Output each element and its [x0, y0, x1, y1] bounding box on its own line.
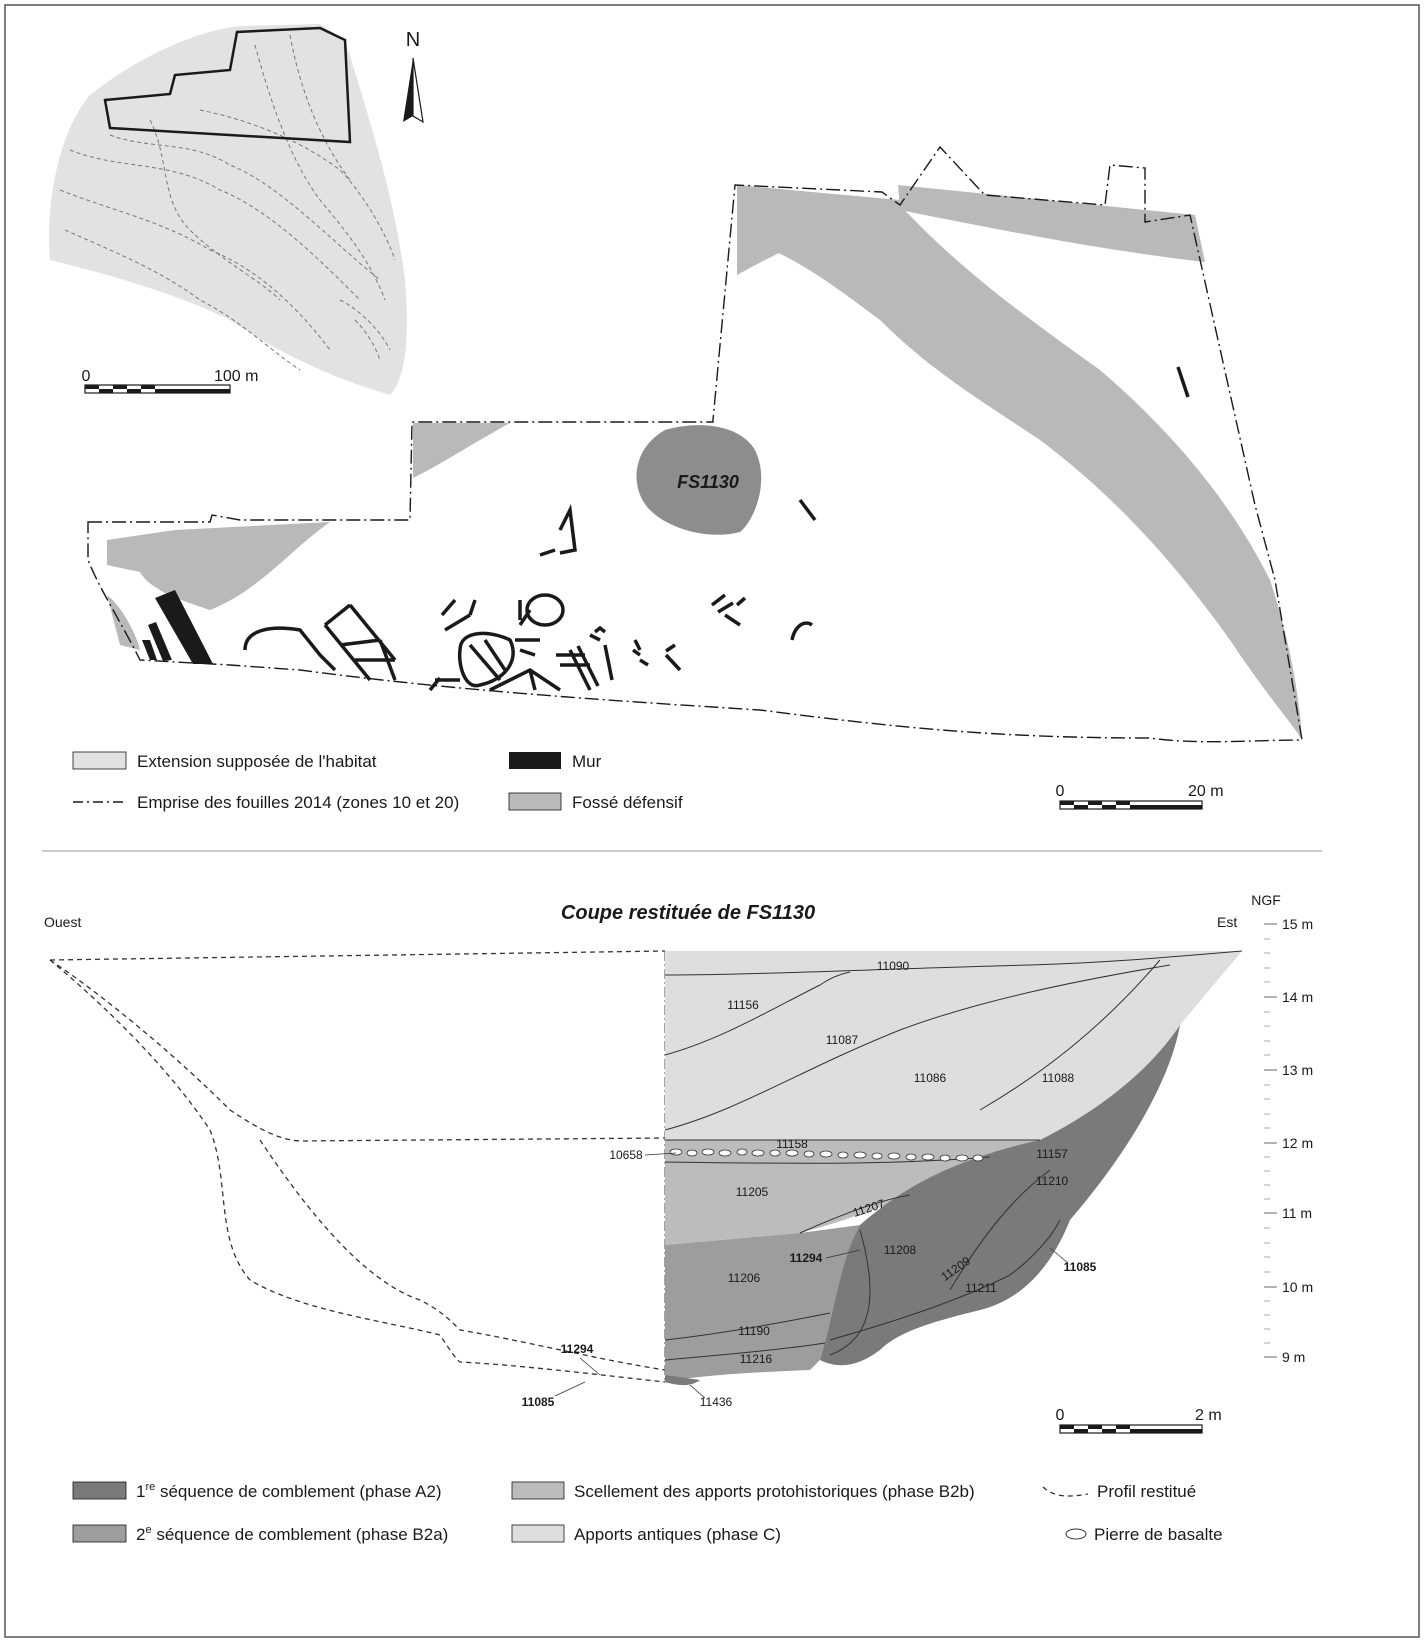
plan-legend: Extension supposée de l'habitat Mur Empr… — [72, 751, 683, 812]
layer-11085: 11085 — [1064, 1260, 1097, 1274]
legend-swatch-b2a — [72, 1524, 127, 1543]
inset-map: N 0 100 m — [49, 24, 424, 395]
inset-scale-zero: 0 — [82, 368, 91, 385]
legend-swatch-b2b — [511, 1481, 565, 1500]
legend-basalte-label: Pierre de basalte — [1094, 1525, 1223, 1544]
inset-extension-area — [49, 24, 407, 395]
north-arrow-icon — [403, 58, 413, 122]
north-arrow: N — [403, 29, 424, 124]
elevation-14: 14 m — [1282, 989, 1313, 1005]
legend-mur-label: Mur — [572, 752, 602, 771]
elevation-scale: NGF 15 m 14 m 13 m 12 m 1 — [1251, 892, 1313, 1365]
layer-phase-b2b — [665, 1140, 1040, 1245]
layer-phase-c — [665, 951, 1242, 1140]
plan-scale-bar: 0 20 m — [1056, 783, 1224, 810]
layer-11208: 11208 — [884, 1243, 917, 1257]
elevation-9: 9 m — [1282, 1349, 1305, 1365]
layer-11156: 11156 — [727, 998, 759, 1012]
section-scale-zero: 0 — [1056, 1407, 1065, 1424]
layer-11210: 11210 — [1036, 1174, 1069, 1188]
fosse-defensif-west-1 — [107, 522, 330, 610]
site-plan: FS1130 — [72, 145, 1303, 812]
section-title: Coupe restituée de FS1130 — [561, 902, 815, 924]
legend-a2-label: 1re séquence de comblement (phase A2) — [136, 1481, 442, 1501]
legend-c-label: Apports antiques (phase C) — [574, 1525, 781, 1544]
inset-scale-end: 100 m — [214, 368, 258, 385]
wall-traces — [243, 366, 1190, 692]
legend-swatch-mur — [509, 752, 561, 769]
layer-11206: 11206 — [728, 1271, 761, 1285]
basalt-stones — [669, 1148, 984, 1162]
inset-excavation-outline — [103, 26, 352, 144]
section-scale-end: 2 m — [1195, 1407, 1222, 1424]
profile-label-11294: 11294 — [561, 1342, 594, 1356]
plan-scale-end: 20 m — [1188, 783, 1224, 800]
legend-swatch-fosse — [508, 792, 562, 811]
section-scale-bar: 0 2 m — [1056, 1407, 1222, 1434]
fs1130-pit — [636, 425, 762, 535]
legend-b2a-label: 2e séquence de comblement (phase B2a) — [136, 1524, 448, 1544]
layer-phase-b2a — [665, 1225, 860, 1382]
legend-fosse-label: Fossé défensif — [572, 793, 683, 812]
layer-11436 — [665, 1375, 700, 1386]
fs1130-label: FS1130 — [677, 472, 739, 492]
walls — [142, 590, 213, 664]
fosse-defensif-west-2 — [107, 595, 140, 650]
north-label: N — [406, 29, 420, 51]
layer-11088: 11088 — [1042, 1071, 1075, 1085]
layer-boundaries — [664, 950, 1243, 1361]
layer-11087: 11087 — [826, 1033, 859, 1047]
inset-scale-bar: 0 100 m — [82, 368, 258, 394]
east-label: Est — [1217, 914, 1237, 930]
layer-11294: 11294 — [790, 1251, 823, 1265]
datum-label: NGF — [1251, 892, 1281, 908]
legend-extension-label: Extension supposée de l'habitat — [137, 752, 377, 771]
layer-11090: 11090 — [877, 959, 910, 973]
layer-11190: 11190 — [738, 1324, 770, 1338]
layer-11157: 11157 — [1036, 1147, 1068, 1161]
legend-swatch-profil — [1042, 1486, 1089, 1497]
layer-11158: 11158 — [776, 1137, 808, 1151]
legend-profil-label: Profil restitué — [1097, 1482, 1196, 1501]
layer-11086: 11086 — [914, 1071, 947, 1085]
elevation-10: 10 m — [1282, 1279, 1313, 1295]
west-label: Ouest — [44, 914, 81, 930]
legend-swatch-extension — [72, 751, 127, 770]
layer-11216: 11216 — [740, 1352, 773, 1366]
section-legend: 1re séquence de comblement (phase A2) Sc… — [72, 1481, 1223, 1544]
layer-phase-a2 — [820, 1025, 1180, 1366]
restored-profile — [49, 950, 666, 1383]
excavation-boundary — [87, 145, 1303, 743]
layer-11436: 11436 — [700, 1395, 733, 1409]
inset-contours — [59, 34, 396, 371]
elevation-15: 15 m — [1282, 916, 1313, 932]
section-drawing: Coupe restituée de FS1130 Ouest Est — [44, 892, 1313, 1544]
profile-label-11085: 11085 — [522, 1395, 555, 1409]
fosse-defensif-corner — [413, 423, 510, 478]
legend-swatch-basalte — [1065, 1528, 1087, 1540]
legend-emprise-label: Emprise des fouilles 2014 (zones 10 et 2… — [137, 793, 459, 812]
elevation-13: 13 m — [1282, 1062, 1313, 1078]
legend-swatch-c — [511, 1524, 565, 1543]
legend-swatch-a2 — [72, 1481, 127, 1500]
elevation-11: 11 m — [1282, 1205, 1312, 1221]
layer-10658: 10658 — [609, 1148, 643, 1162]
fosse-defensif-northeast — [898, 185, 1205, 262]
plan-scale-zero: 0 — [1056, 783, 1065, 800]
layer-11205: 11205 — [736, 1185, 769, 1199]
layer-labels: 11090 11156 11087 11086 11088 11158 1065… — [522, 959, 1097, 1409]
elevation-12: 12 m — [1282, 1135, 1313, 1151]
legend-b2b-label: Scellement des apports protohistoriques … — [574, 1482, 975, 1501]
fosse-defensif-main — [760, 205, 1302, 740]
layer-11211: 11211 — [965, 1281, 997, 1295]
